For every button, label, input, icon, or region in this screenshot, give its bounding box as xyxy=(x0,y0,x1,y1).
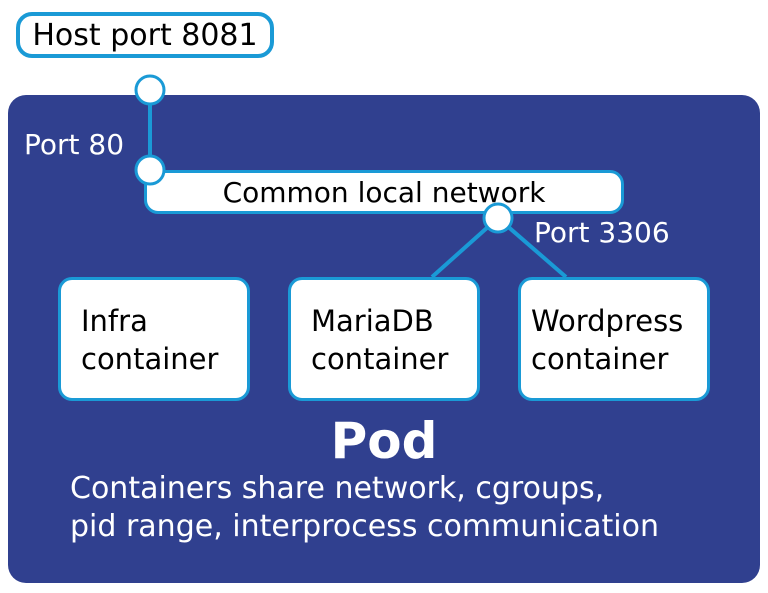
pod-description: Containers share network, cgroups, pid r… xyxy=(70,470,659,546)
host-port-node xyxy=(134,74,166,106)
port-80-node xyxy=(134,154,166,186)
pod-description-line-2: pid range, interprocess communication xyxy=(70,509,659,544)
network-label: Common local network xyxy=(222,175,546,209)
pod-description-line-1: Containers share network, cgroups, xyxy=(70,471,605,506)
container-type: container xyxy=(81,342,219,376)
infra-container-box: Infra container xyxy=(58,277,250,401)
container-name: MariaDB xyxy=(311,304,434,338)
port-3306-node xyxy=(482,202,514,234)
port-3306-label: Port 3306 xyxy=(534,216,670,249)
pod-title: Pod xyxy=(330,412,438,470)
container-type: container xyxy=(311,342,449,376)
common-network-box: Common local network xyxy=(144,170,624,214)
container-name: Infra xyxy=(81,304,148,338)
host-port-label: Host port 8081 xyxy=(32,17,258,53)
container-name: Wordpress xyxy=(531,304,684,338)
port-80-label: Port 80 xyxy=(24,128,125,161)
wordpress-container-box: Wordpress container xyxy=(518,277,710,401)
host-port-box: Host port 8081 xyxy=(16,12,274,58)
mariadb-container-box: MariaDB container xyxy=(288,277,480,401)
container-type: container xyxy=(531,342,669,376)
